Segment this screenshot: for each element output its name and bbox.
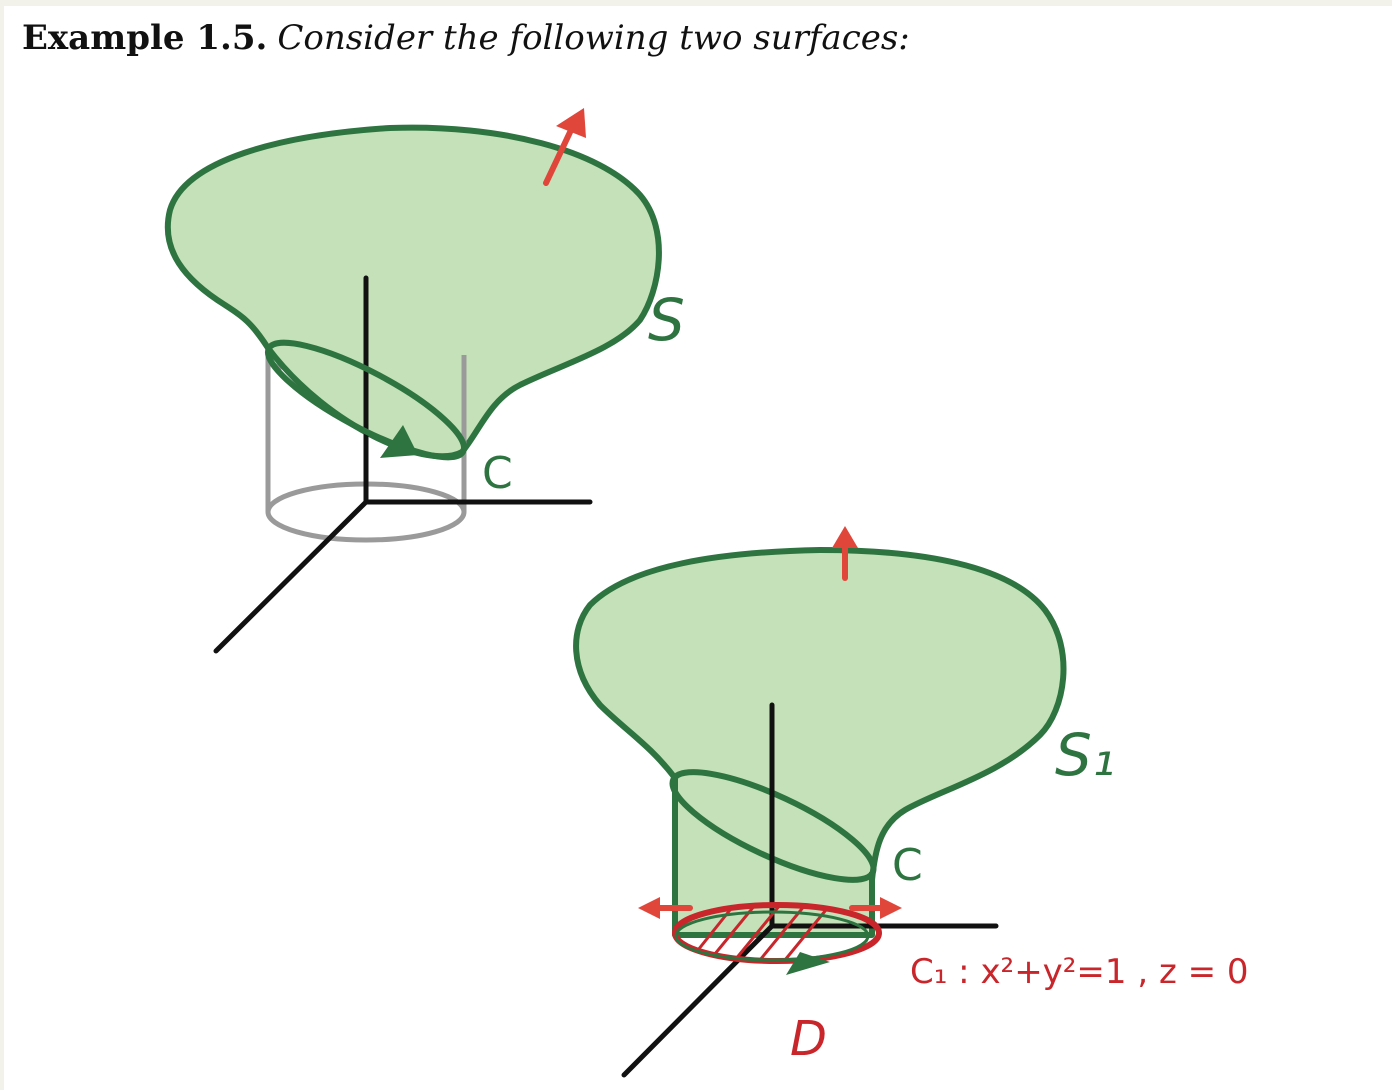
normal-vector-arrow-icon: [543, 108, 586, 186]
label-curve-c1-equation: C₁ : x²+y²=1 , z = 0: [910, 952, 1249, 992]
normal-vector-up-arrow-icon: [832, 526, 858, 581]
label-curve-c-top: C: [482, 448, 513, 499]
example-heading: Example 1.5.Consider the following two s…: [22, 14, 910, 62]
top-band: [0, 0, 1392, 6]
surface-s: [164, 124, 662, 460]
x-axis: [213, 499, 369, 654]
bottom-orientation-arrow-icon: [786, 952, 830, 975]
left-margin: [0, 0, 4, 1090]
axes-bottom: [621, 702, 999, 1078]
boundary-curve-c: [264, 339, 468, 461]
surface-s1-diagram: S₁ C C₁ : x²+y²=1 , z = 0 D: [573, 526, 1249, 1078]
outward-arrow-right-icon: [849, 897, 902, 919]
example-text: Consider the following two surfaces:: [277, 18, 910, 58]
label-curve-c-bottom: C: [892, 840, 923, 891]
surface-s-diagram: S C: [164, 108, 685, 654]
boundary-curve-c-s1: [669, 769, 877, 883]
label-region-d: D: [790, 1011, 827, 1067]
label-surface-s: S: [648, 286, 685, 354]
surface-s1: [573, 547, 1067, 938]
example-label: Example 1.5.: [22, 18, 268, 58]
orientation-arrow-icon: [380, 425, 418, 458]
label-surface-s1: S₁: [1055, 721, 1115, 789]
disk-d-green-edge: [674, 910, 870, 962]
axes-top: [213, 275, 593, 654]
x-axis-bottom: [621, 923, 775, 1078]
outward-arrow-left-icon: [638, 897, 693, 919]
